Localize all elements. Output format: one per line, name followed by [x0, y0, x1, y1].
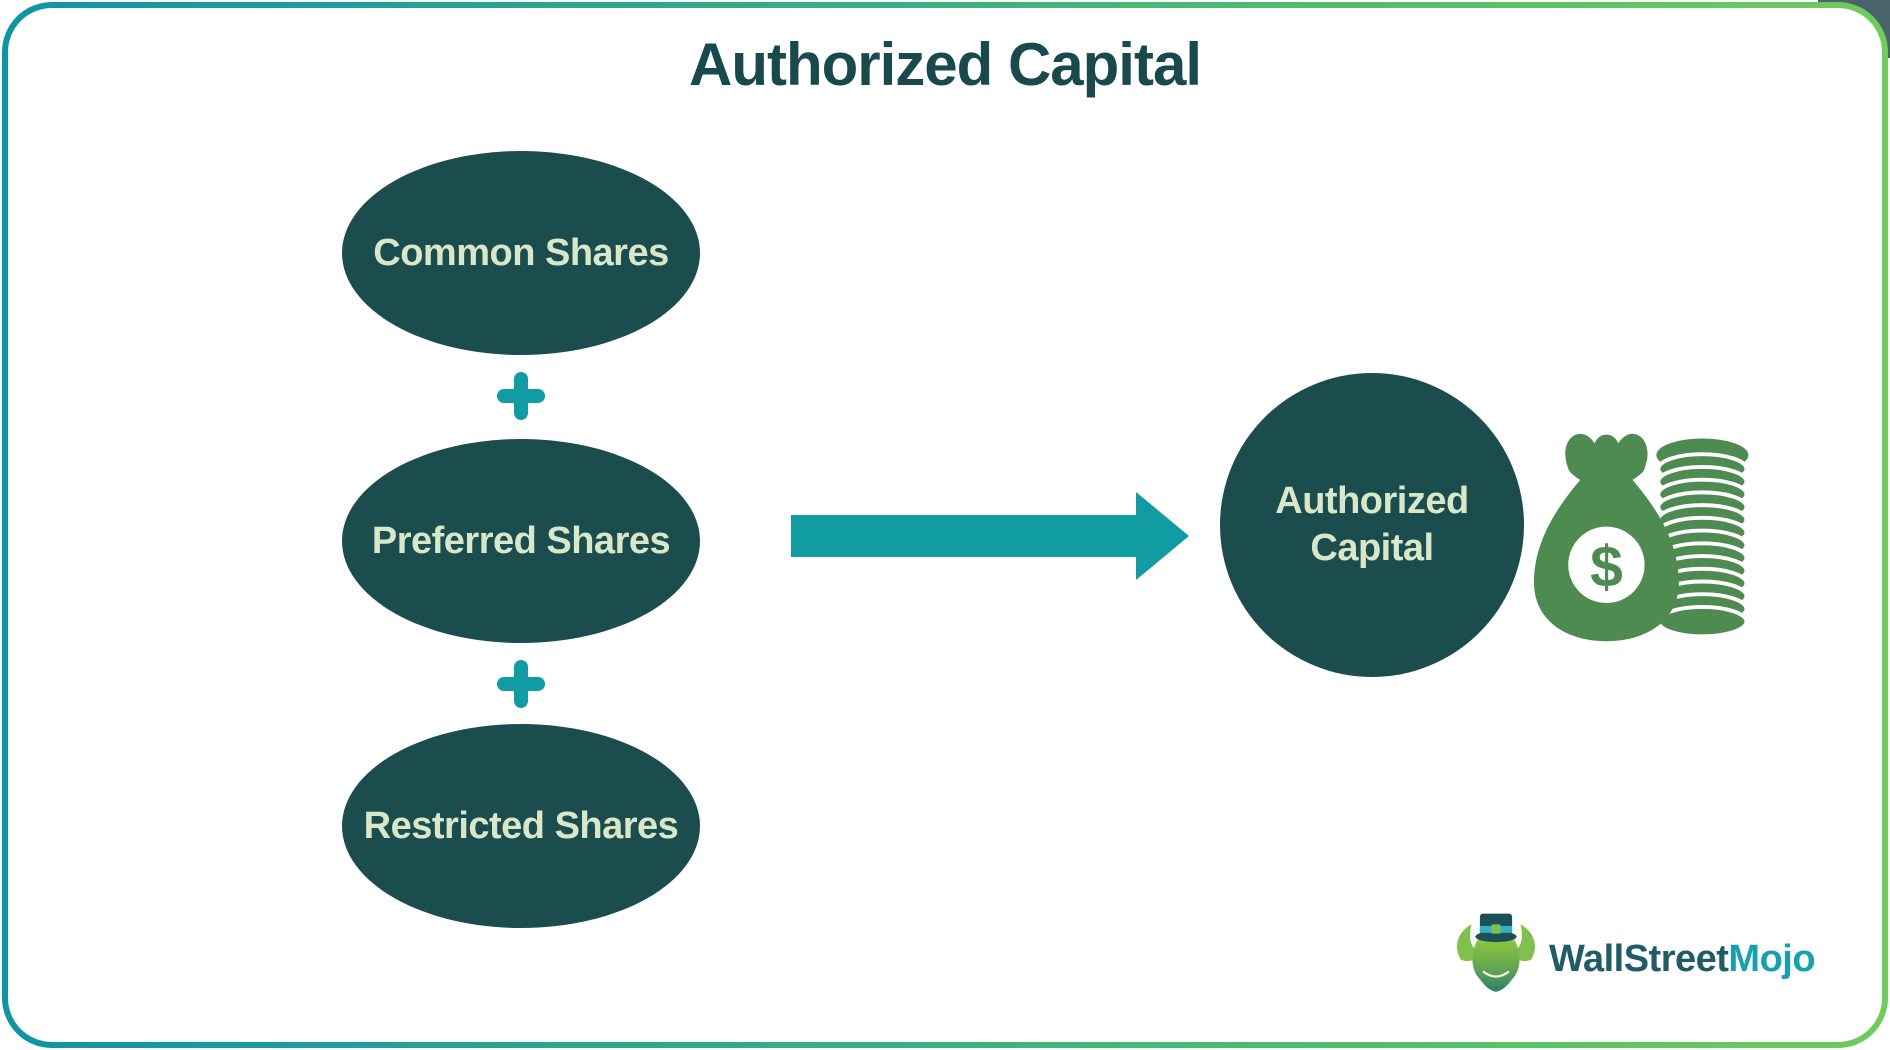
component-label: Restricted Shares	[363, 804, 679, 847]
coin-stack-icon	[1656, 438, 1749, 639]
plus-icon	[497, 660, 545, 708]
plus-icon	[497, 372, 545, 420]
bull-logo-icon	[1457, 913, 1535, 992]
result-circle: Authorized Capital	[1220, 373, 1524, 677]
component-label: Preferred Shares	[371, 519, 671, 562]
component-ellipse-restricted-shares: Restricted Shares	[342, 724, 700, 928]
component-label: Common Shares	[373, 231, 669, 274]
money-icon-group: $	[1533, 433, 1749, 642]
result-label-line1: Authorized	[1275, 480, 1469, 522]
flow-arrow-icon	[791, 492, 1189, 580]
brand-name-first: WallStreet	[1549, 938, 1729, 980]
brand-name-second: Mojo	[1728, 938, 1816, 980]
result-label-line2: Capital	[1310, 527, 1434, 569]
component-ellipse-common-shares: Common Shares	[342, 151, 700, 355]
brand-name: WallStreetMojo	[1549, 936, 1816, 982]
page-title: Authorized Capital	[688, 31, 1202, 98]
money-bag-icon: $	[1533, 433, 1679, 642]
dollar-sign: $	[1590, 534, 1623, 599]
component-ellipse-preferred-shares: Preferred Shares	[342, 439, 700, 643]
